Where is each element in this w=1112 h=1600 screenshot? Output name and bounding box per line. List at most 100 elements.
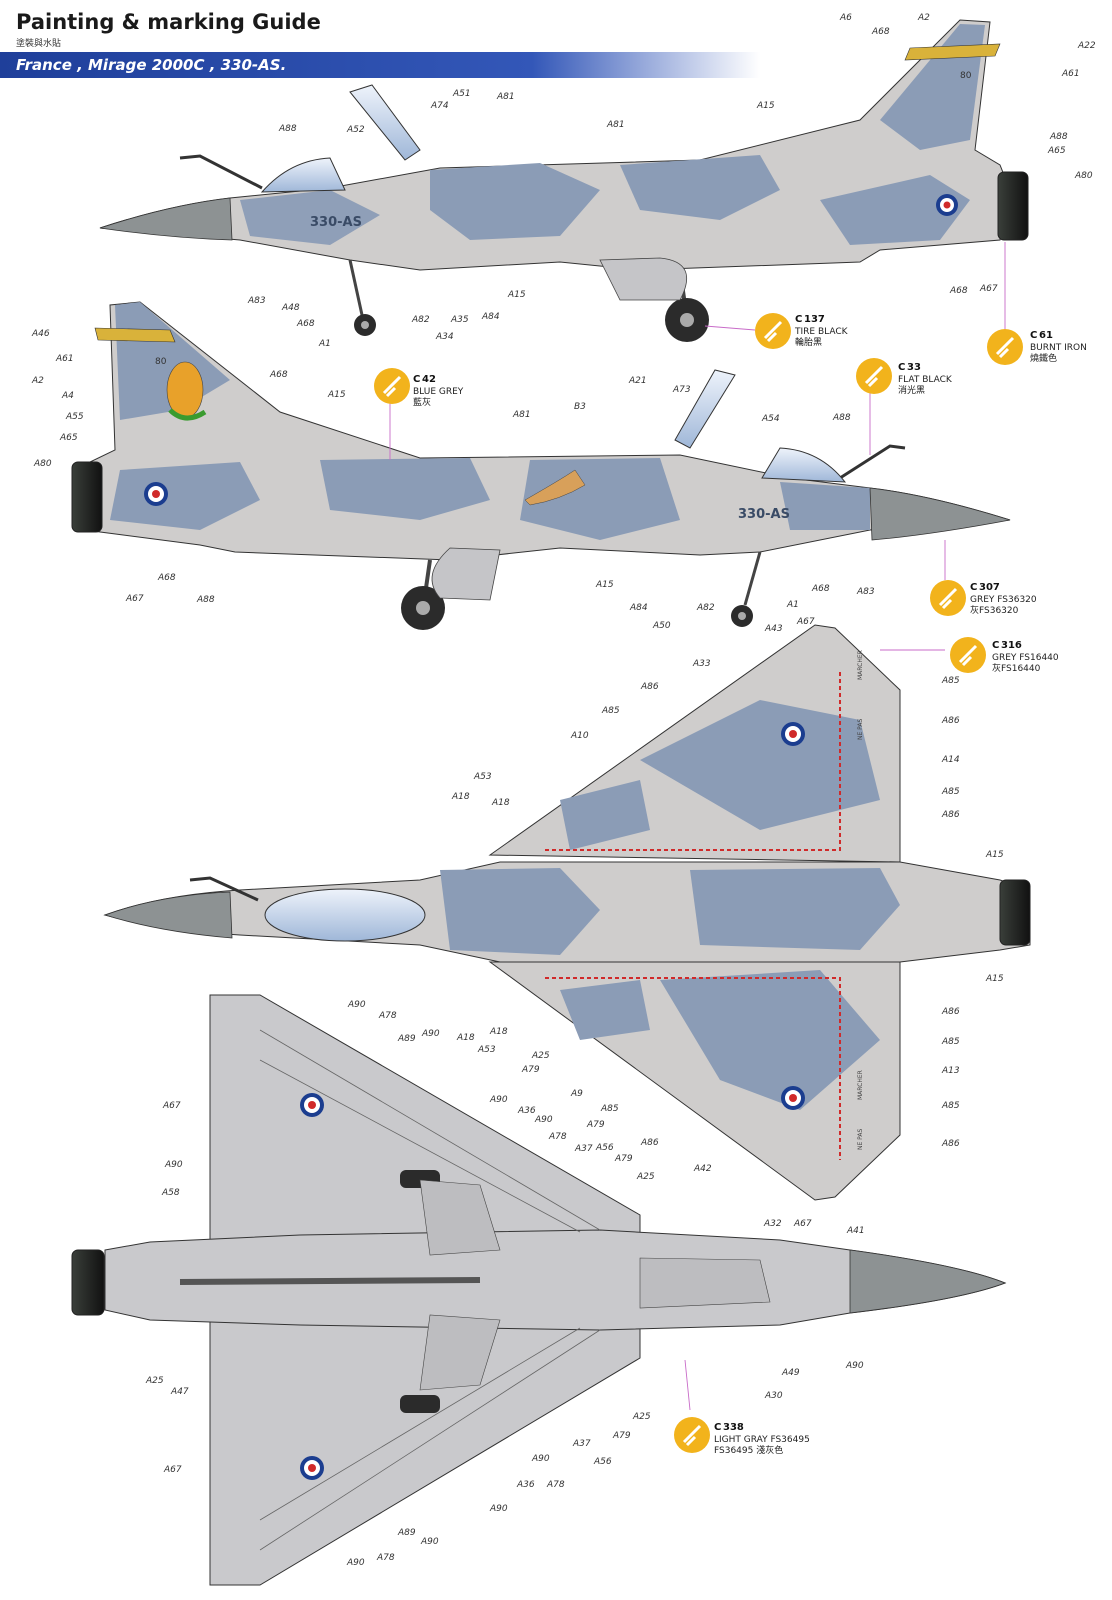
swatch-flat-black: C 33 FLAT BLACK 消光黑 xyxy=(856,358,953,396)
part-label-53: A33 xyxy=(692,659,711,669)
part-label-14: A52 xyxy=(346,125,365,135)
swatch-name: TIRE BLACK xyxy=(794,327,849,337)
part-label-101: A47 xyxy=(170,1387,189,1397)
swatch-code-letter: C xyxy=(714,1422,721,1433)
part-label-54: A86 xyxy=(640,682,659,692)
swatch-name: BLUE GREY xyxy=(413,387,464,397)
swatch-light-gray-fs36495: C 338 LIGHT GRAY FS36495 FS36495 淺灰色 xyxy=(674,1417,810,1456)
part-label-84: A90 xyxy=(347,1000,366,1010)
part-label-15: A83 xyxy=(247,296,266,306)
swatch-name: LIGHT GRAY FS36495 xyxy=(714,1435,810,1445)
part-label-39: A54 xyxy=(761,414,780,424)
part-label-75: A86 xyxy=(640,1138,659,1148)
part-label-70: A25 xyxy=(531,1051,550,1061)
part-label-94: A37 xyxy=(574,1144,593,1154)
swatch-code-letter: C xyxy=(992,640,999,651)
part-label-77: A85 xyxy=(941,1037,960,1047)
part-label-100: A25 xyxy=(145,1376,164,1386)
part-label-102: A49 xyxy=(781,1368,800,1378)
swatch-code-number: 307 xyxy=(979,582,1000,593)
stencil-3: MARCHER xyxy=(857,1070,864,1100)
part-label-97: A90 xyxy=(164,1160,183,1170)
part-label-63: A85 xyxy=(941,787,960,797)
part-label-83: A67 xyxy=(793,1219,812,1229)
swatch-code-letter: C xyxy=(413,374,420,385)
part-label-95: A79 xyxy=(614,1154,633,1164)
part-label-82: A32 xyxy=(763,1219,782,1229)
part-label-26: A46 xyxy=(31,329,50,339)
part-label-105: A25 xyxy=(632,1412,651,1422)
part-label-21: A34 xyxy=(435,332,454,342)
stencil-1: MARCHER xyxy=(857,650,864,680)
part-label-99: A41 xyxy=(846,1226,865,1236)
part-label-85: A78 xyxy=(378,1011,397,1021)
part-label-46: A50 xyxy=(652,621,671,631)
part-label-113: A89 xyxy=(397,1528,416,1538)
swatch-name: GREY FS36320 xyxy=(970,595,1037,605)
part-label-33: A68 xyxy=(269,370,288,380)
swatch-name-cn: FS36495 淺灰色 xyxy=(714,1444,783,1456)
part-label-93: A56 xyxy=(595,1143,614,1153)
part-label-87: A90 xyxy=(421,1029,440,1039)
part-label-27: A61 xyxy=(55,354,74,364)
part-label-104: A90 xyxy=(845,1361,864,1371)
part-label-52: A67 xyxy=(796,617,815,627)
part-label-6: A65 xyxy=(1047,146,1066,156)
part-label-0: A6 xyxy=(839,13,852,23)
part-label-117: A90 xyxy=(489,1504,508,1514)
swatch-name-cn: 灰FS36320 xyxy=(970,604,1019,616)
part-label-88: A67 xyxy=(162,1101,181,1111)
part-label-115: A78 xyxy=(376,1553,395,1563)
part-label-44: A15 xyxy=(595,580,614,590)
part-label-51: A43 xyxy=(764,624,783,634)
part-label-57: A10 xyxy=(570,731,589,741)
part-label-68: A18 xyxy=(489,1027,508,1037)
part-label-69: A53 xyxy=(477,1045,496,1055)
part-label-56: A85 xyxy=(941,676,960,686)
part-label-65: A15 xyxy=(985,850,1004,860)
part-label-12: A15 xyxy=(756,101,775,111)
part-label-4: A61 xyxy=(1061,69,1080,79)
side-view-right: 330-AS 80 xyxy=(71,301,1011,630)
part-label-98: A58 xyxy=(161,1188,180,1198)
part-label-30: A55 xyxy=(65,412,84,422)
part-label-92: A78 xyxy=(548,1132,567,1142)
side2-code: 330-AS xyxy=(738,507,790,522)
swatch-grey-fs16440: C 316 GREY FS16440 灰FS16440 xyxy=(950,637,1059,674)
part-label-23: A15 xyxy=(507,290,526,300)
swatch-code-number: 316 xyxy=(1001,640,1022,651)
part-label-20: A35 xyxy=(450,315,469,325)
part-label-67: A18 xyxy=(456,1033,475,1043)
part-label-103: A30 xyxy=(764,1391,783,1401)
part-label-25: A67 xyxy=(979,284,998,294)
part-label-91: A90 xyxy=(534,1115,553,1125)
part-label-37: A21 xyxy=(628,376,647,386)
swatch-burnt-iron: C 61 BURNT IRON 燒鐵色 xyxy=(987,329,1087,365)
part-label-80: A86 xyxy=(941,1139,960,1149)
part-label-11: A81 xyxy=(606,120,625,130)
part-label-35: A81 xyxy=(512,410,531,420)
part-label-48: A1 xyxy=(786,600,799,610)
swatch-code-number: 137 xyxy=(804,314,825,325)
swatch-code-number: 338 xyxy=(723,1422,744,1433)
swatch-code-letter: C xyxy=(1030,330,1037,341)
swatch-name-cn: 灰FS16440 xyxy=(992,662,1041,674)
part-label-86: A89 xyxy=(397,1034,416,1044)
part-label-40: A88 xyxy=(832,413,851,423)
part-label-76: A86 xyxy=(941,1007,960,1017)
stencil-4: NE PAS xyxy=(857,1128,864,1150)
swatch-code-letter: C xyxy=(795,314,802,325)
banner-text: France , Mirage 2000C , 330-AS. xyxy=(16,56,287,74)
part-label-45: A84 xyxy=(629,603,648,613)
swatch-tire-black: C 137 TIRE BLACK 輪胎黑 xyxy=(755,313,849,349)
swatch-name: BURNT IRON xyxy=(1030,343,1087,353)
part-label-3: A22 xyxy=(1077,41,1096,51)
part-label-19: A82 xyxy=(411,315,430,325)
part-label-74: A79 xyxy=(586,1120,605,1130)
part-label-114: A90 xyxy=(420,1537,439,1547)
part-label-89: A90 xyxy=(489,1095,508,1105)
page-subtitle-chinese: 塗裝與水貼 xyxy=(16,39,62,49)
